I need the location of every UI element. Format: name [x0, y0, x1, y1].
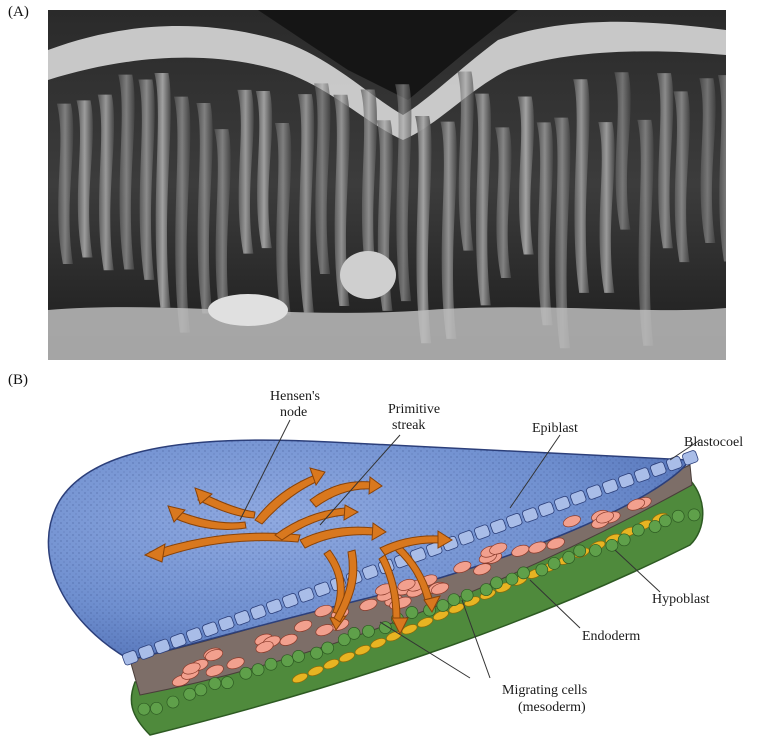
epiblast-label: Epiblast	[532, 421, 578, 436]
hypoblast-cell	[506, 573, 518, 585]
hypoblast-cell	[491, 577, 503, 589]
hypoblast-cell	[221, 677, 233, 689]
primitive-streak-label-line1: Primitive	[388, 402, 440, 417]
primitive-streak-label-line2: streak	[392, 418, 425, 433]
hypoblast-cell	[437, 600, 449, 612]
hensens-node-label-line2: node	[280, 405, 307, 420]
hypoblast-cell	[618, 534, 630, 546]
hypoblast-cell	[252, 664, 264, 676]
hypoblast-cell	[195, 684, 207, 696]
hypoblast-cell	[184, 688, 196, 700]
endoderm-label: Endoderm	[582, 629, 640, 644]
migrating-cells-label-line1: Migrating cells	[502, 683, 587, 698]
hypoblast-cell	[406, 607, 418, 619]
hypoblast-cell	[632, 524, 644, 536]
hypoblast-cell	[563, 551, 575, 563]
hypoblast-cell	[150, 702, 162, 714]
hypoblast-cell	[536, 564, 548, 576]
hypoblast-cell	[311, 647, 323, 659]
hypoblast-cell	[590, 544, 602, 556]
hypoblast-cell	[548, 557, 560, 569]
primitive-streak-diagram: Hensen's node Primitive streak Epiblast …	[0, 360, 779, 738]
hypoblast-cell	[167, 696, 179, 708]
hypoblast-cell	[322, 642, 334, 654]
panel-label-a: (A)	[8, 4, 29, 21]
hensens-node-label-line1: Hensen's	[270, 389, 320, 404]
hypoblast-cell	[480, 584, 492, 596]
sem-micrograph	[48, 10, 726, 360]
hypoblast-cell	[265, 658, 277, 670]
hypoblast-cell	[606, 539, 618, 551]
hypoblast-cell	[659, 515, 671, 527]
hypoblast-cell	[518, 567, 530, 579]
hypoblast-label: Hypoblast	[652, 592, 710, 607]
hypoblast-cell	[362, 625, 374, 637]
hypoblast-cell	[672, 510, 684, 522]
hypoblast-cell	[138, 703, 150, 715]
hypoblast-cell	[574, 545, 586, 557]
blastocoel-label: Blastocoel	[684, 435, 743, 450]
hypoblast-cell	[448, 594, 460, 606]
hypoblast-cell	[688, 509, 700, 521]
hypoblast-cell	[348, 627, 360, 639]
hypoblast-cell	[281, 655, 293, 667]
hypoblast-cell	[293, 650, 305, 662]
migrating-cells-label-line2: (mesoderm)	[518, 700, 586, 715]
hypoblast-cell	[461, 589, 473, 601]
hypoblast-cell	[240, 667, 252, 679]
hypoblast-cell	[209, 678, 221, 690]
